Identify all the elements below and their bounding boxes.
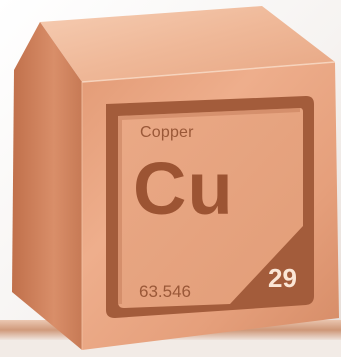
atomic-number: 29	[268, 263, 297, 293]
element-tile-recess	[118, 108, 303, 308]
atomic-mass: 63.546	[139, 282, 191, 301]
element-symbol: Cu	[133, 147, 234, 230]
cube-left-face	[12, 22, 82, 350]
cube-top-face	[40, 6, 335, 82]
element-name: Copper	[140, 124, 194, 141]
